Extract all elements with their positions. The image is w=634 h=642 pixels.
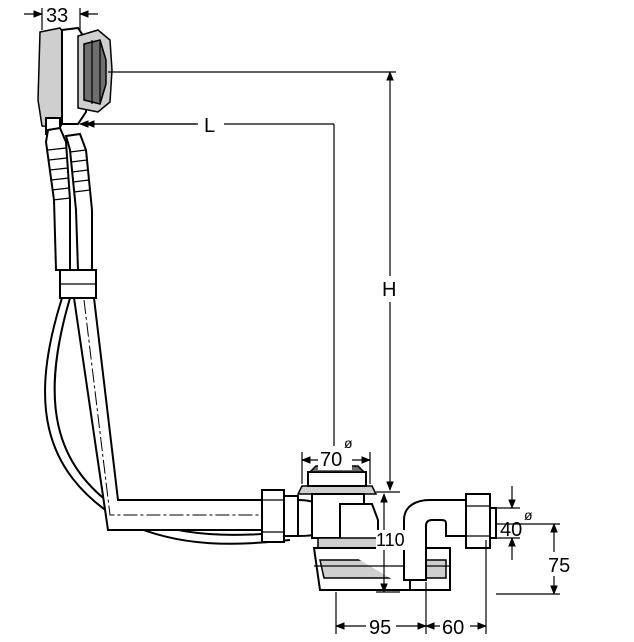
- dim-33: 33: [24, 5, 98, 30]
- dim-33-label: 33: [46, 5, 68, 27]
- dim-70-label: 70: [320, 449, 342, 471]
- overflow-head: [37, 26, 113, 135]
- outlet-elbow: [403, 493, 497, 581]
- overflow-hose: [44, 126, 291, 545]
- dim-95-60: 95 60: [335, 540, 487, 639]
- dim-H-label: H: [382, 279, 396, 301]
- dim-40-label: 40: [500, 519, 522, 541]
- dim-95-label: 95: [369, 617, 391, 639]
- dim-60-label: 60: [442, 617, 464, 639]
- dim-75: 75: [496, 523, 576, 595]
- dim-L-label: L: [204, 115, 215, 137]
- trap-body: [312, 547, 451, 591]
- overflow-pipe: [72, 297, 263, 531]
- dim-110: 110: [376, 493, 406, 593]
- hose-corrugation: [47, 147, 71, 201]
- dim-70-diameter: 70 ø: [301, 435, 371, 484]
- dim-110-label: 110: [376, 530, 405, 550]
- hose-corrugation-2: [69, 149, 91, 193]
- dim-L: L: [80, 112, 335, 470]
- dim-75-label: 75: [548, 555, 570, 577]
- dim-40-diameter: 40 ø: [492, 486, 533, 560]
- dim-H: H: [108, 71, 402, 493]
- dim-70-diameter-symbol: ø: [344, 435, 353, 451]
- dim-40-diameter-symbol: ø: [524, 507, 533, 523]
